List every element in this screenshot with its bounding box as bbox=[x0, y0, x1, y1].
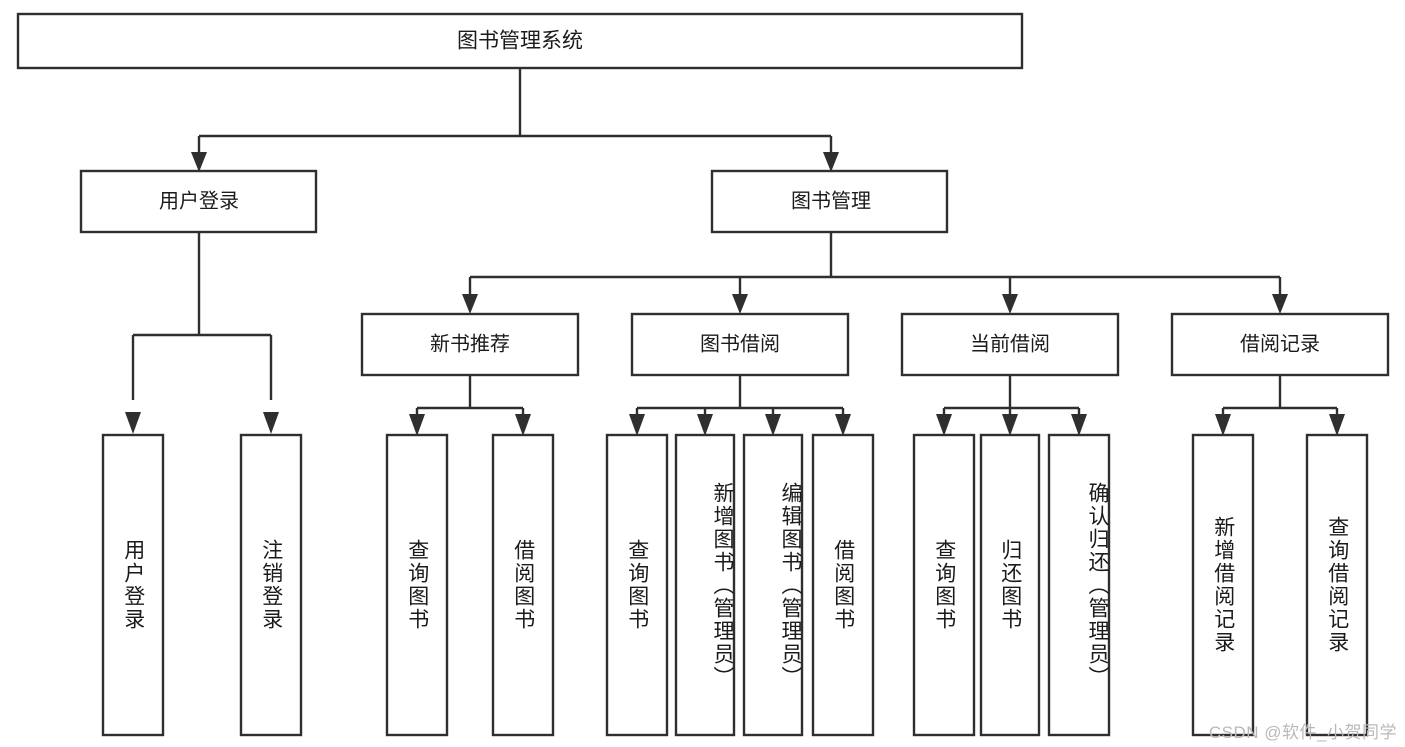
arrow-to-leaf-query-book-3 bbox=[936, 414, 952, 436]
node-leaf-confirm-return-box[interactable] bbox=[1047, 433, 1111, 737]
node-current-borrow[interactable]: 当前借阅 bbox=[900, 312, 1120, 377]
node-leaf-query-record-box[interactable] bbox=[1305, 433, 1369, 737]
connector-bookborrow-trunk bbox=[635, 375, 845, 424]
node-new-book-recommend[interactable]: 新书推荐 bbox=[360, 312, 580, 377]
connector-bookmgmt-trunk bbox=[468, 232, 1282, 302]
node-leaf-logout-login-box[interactable] bbox=[239, 433, 303, 737]
node-leaf-query-book-3-box[interactable] bbox=[912, 433, 976, 737]
arrow-to-new-book-recommend bbox=[462, 294, 478, 314]
arrow-to-leaf-borrow-book-2 bbox=[835, 414, 851, 436]
node-user-login-box[interactable] bbox=[79, 169, 318, 234]
node-leaf-add-book-box[interactable] bbox=[674, 433, 736, 737]
node-leaf-borrow-book-1-box[interactable] bbox=[491, 433, 555, 737]
arrow-to-leaf-confirm-return bbox=[1071, 414, 1087, 436]
connector-root-trunk bbox=[197, 68, 833, 160]
arrow-to-leaf-user-login bbox=[125, 412, 141, 434]
arrow-to-leaf-borrow-book-1 bbox=[515, 414, 531, 436]
node-borrow-record-box[interactable] bbox=[1170, 312, 1390, 377]
arrowhead-layer bbox=[125, 152, 1345, 436]
leaf-box-layer bbox=[101, 433, 1369, 737]
node-root[interactable]: 图书管理系统 bbox=[16, 12, 1024, 70]
node-borrow-record[interactable]: 借阅记录 bbox=[1170, 312, 1390, 377]
node-leaf-user-login-box[interactable] bbox=[101, 433, 165, 737]
node-root-box[interactable] bbox=[16, 12, 1024, 70]
arrow-to-leaf-add-book bbox=[697, 414, 713, 436]
arrow-to-leaf-query-book-2 bbox=[629, 414, 645, 436]
arrow-to-leaf-logout-login bbox=[263, 412, 279, 434]
node-leaf-return-book-box[interactable] bbox=[979, 433, 1041, 737]
node-new-book-recommend-box[interactable] bbox=[360, 312, 580, 377]
arrow-to-leaf-query-book-1 bbox=[409, 414, 425, 436]
node-book-management[interactable]: 图书管理 bbox=[710, 169, 949, 234]
arrow-to-current-borrow bbox=[1002, 294, 1018, 314]
node-leaf-edit-book-box[interactable] bbox=[742, 433, 804, 737]
node-book-borrow-box[interactable] bbox=[630, 312, 850, 377]
node-leaf-add-record-box[interactable] bbox=[1191, 433, 1255, 737]
arrow-to-leaf-edit-book bbox=[765, 414, 781, 436]
connector-userlogin-trunk bbox=[131, 232, 273, 400]
node-user-login-label: 用户登录 bbox=[159, 189, 239, 212]
arrow-to-leaf-query-record bbox=[1329, 414, 1345, 436]
connector-newbook-trunk bbox=[415, 375, 525, 424]
arrow-to-leaf-return-book bbox=[1002, 414, 1018, 436]
node-leaf-borrow-book-2-box[interactable] bbox=[811, 433, 875, 737]
node-book-management-label: 图书管理 bbox=[791, 189, 871, 212]
arrow-to-user-login bbox=[191, 152, 207, 172]
arrow-to-book-management bbox=[823, 152, 839, 172]
connector-layer bbox=[131, 68, 1339, 424]
node-current-borrow-label: 当前借阅 bbox=[970, 332, 1050, 355]
node-root-label: 图书管理系统 bbox=[457, 30, 583, 53]
node-leaf-query-book-1-box[interactable] bbox=[385, 433, 449, 737]
node-book-borrow[interactable]: 图书借阅 bbox=[630, 312, 850, 377]
connector-borrowrecord-trunk bbox=[1221, 375, 1339, 424]
node-current-borrow-box[interactable] bbox=[900, 312, 1120, 377]
arrow-to-leaf-add-record bbox=[1215, 414, 1231, 436]
arrow-to-borrow-record bbox=[1272, 294, 1288, 314]
node-user-login[interactable]: 用户登录 bbox=[79, 169, 318, 234]
node-leaf-query-book-2-box[interactable] bbox=[605, 433, 669, 737]
arrow-to-book-borrow bbox=[732, 294, 748, 314]
node-borrow-record-label: 借阅记录 bbox=[1240, 332, 1320, 355]
node-new-book-recommend-label: 新书推荐 bbox=[430, 332, 510, 355]
node-book-management-box[interactable] bbox=[710, 169, 949, 234]
csdn-watermark: CSDN @软件_小贺同学 bbox=[1208, 723, 1397, 742]
node-book-borrow-label: 图书借阅 bbox=[700, 332, 780, 355]
